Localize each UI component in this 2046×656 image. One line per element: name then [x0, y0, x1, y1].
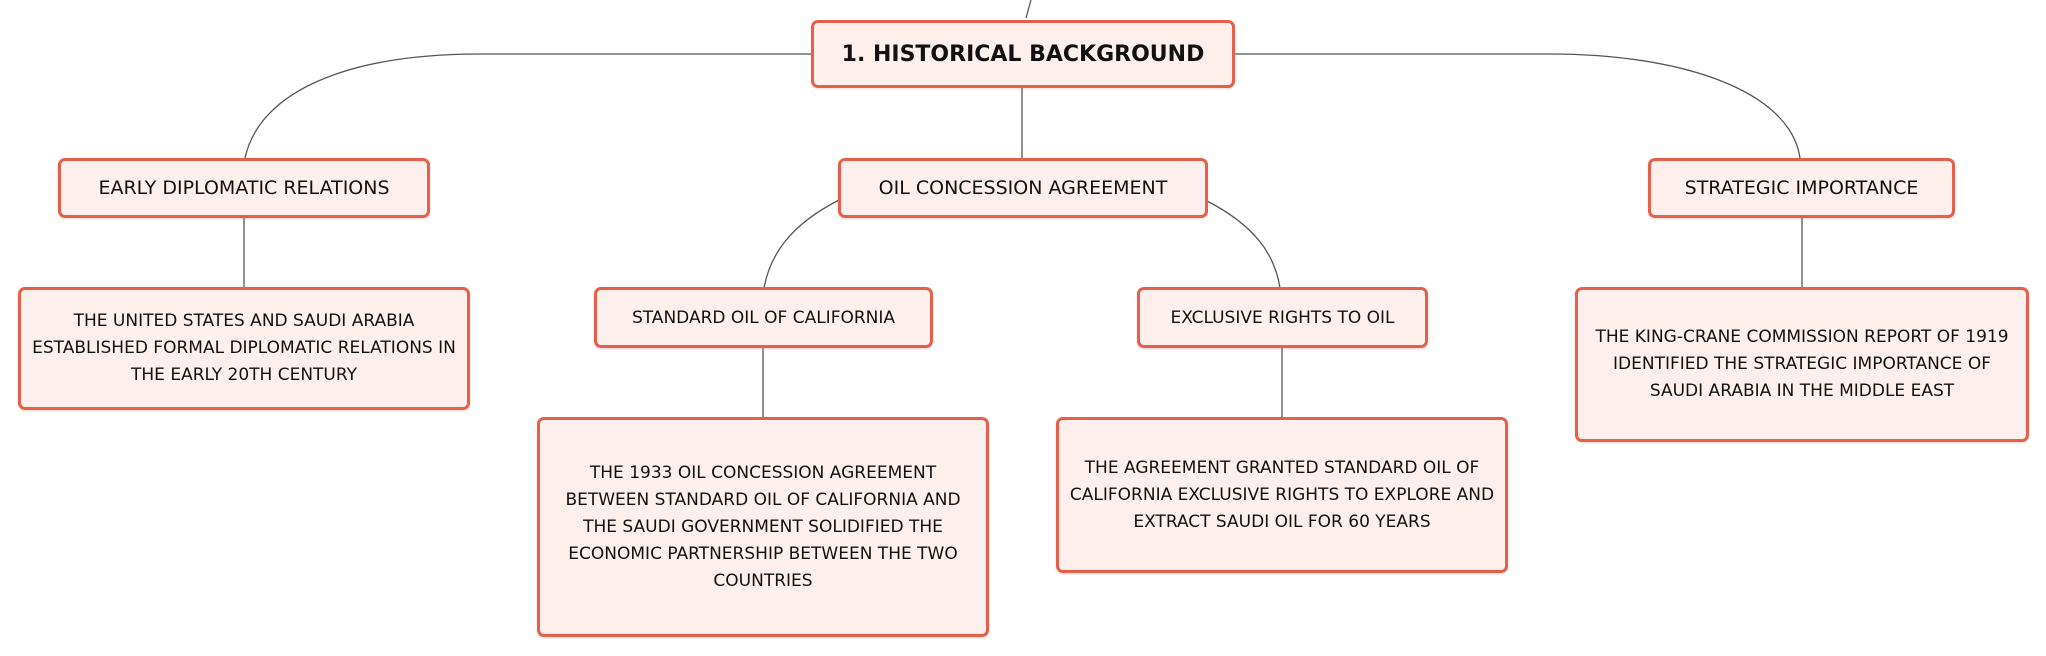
exclusive-rights-detail-node[interactable]: THE AGREEMENT GRANTED STANDARD OIL OF CA…: [1056, 417, 1508, 573]
diplomatic-relations-label: EARLY DIPLOMATIC RELATIONS: [98, 177, 390, 199]
connector-parent-offscreen: [1025, 0, 1032, 19]
diplomatic-relations-detail-text: THE UNITED STATES AND SAUDI ARABIA ESTAB…: [32, 311, 456, 385]
standard-oil-detail-text: THE 1933 OIL CONCESSION AGREEMENT BETWEE…: [565, 462, 961, 591]
oil-concession-node[interactable]: OIL CONCESSION AGREEMENT: [838, 158, 1208, 218]
standard-oil-detail-node[interactable]: THE 1933 OIL CONCESSION AGREEMENT BETWEE…: [537, 417, 989, 637]
exclusive-rights-detail-text: THE AGREEMENT GRANTED STANDARD OIL OF CA…: [1069, 457, 1495, 532]
strategic-importance-detail-node[interactable]: THE KING-CRANE COMMISSION REPORT OF 1919…: [1575, 287, 2029, 442]
diplomatic-relations-node[interactable]: EARLY DIPLOMATIC RELATIONS: [58, 158, 430, 218]
connector-oil-standard: [763, 199, 840, 289]
exclusive-rights-label: EXCLUSIVE RIGHTS TO OIL: [1170, 307, 1395, 328]
strategic-importance-label: STRATEGIC IMPORTANCE: [1684, 177, 1919, 199]
oil-concession-label: OIL CONCESSION AGREEMENT: [878, 177, 1168, 199]
connector-root-strategic: [1234, 53, 1801, 159]
exclusive-rights-node[interactable]: EXCLUSIVE RIGHTS TO OIL: [1137, 287, 1428, 348]
root-node-label: 1. HISTORICAL BACKGROUND: [841, 41, 1205, 67]
strategic-importance-detail-text: THE KING-CRANE COMMISSION REPORT OF 1919…: [1595, 327, 2009, 401]
diplomatic-relations-detail-node[interactable]: THE UNITED STATES AND SAUDI ARABIA ESTAB…: [18, 287, 470, 410]
connector-oil-exclusive: [1204, 199, 1281, 289]
standard-oil-label: STANDARD OIL OF CALIFORNIA: [631, 307, 896, 328]
strategic-importance-node[interactable]: STRATEGIC IMPORTANCE: [1648, 158, 1955, 218]
standard-oil-node[interactable]: STANDARD OIL OF CALIFORNIA: [594, 287, 933, 348]
root-node[interactable]: 1. HISTORICAL BACKGROUND: [811, 20, 1235, 88]
connector-root-diplomatic: [244, 53, 811, 159]
